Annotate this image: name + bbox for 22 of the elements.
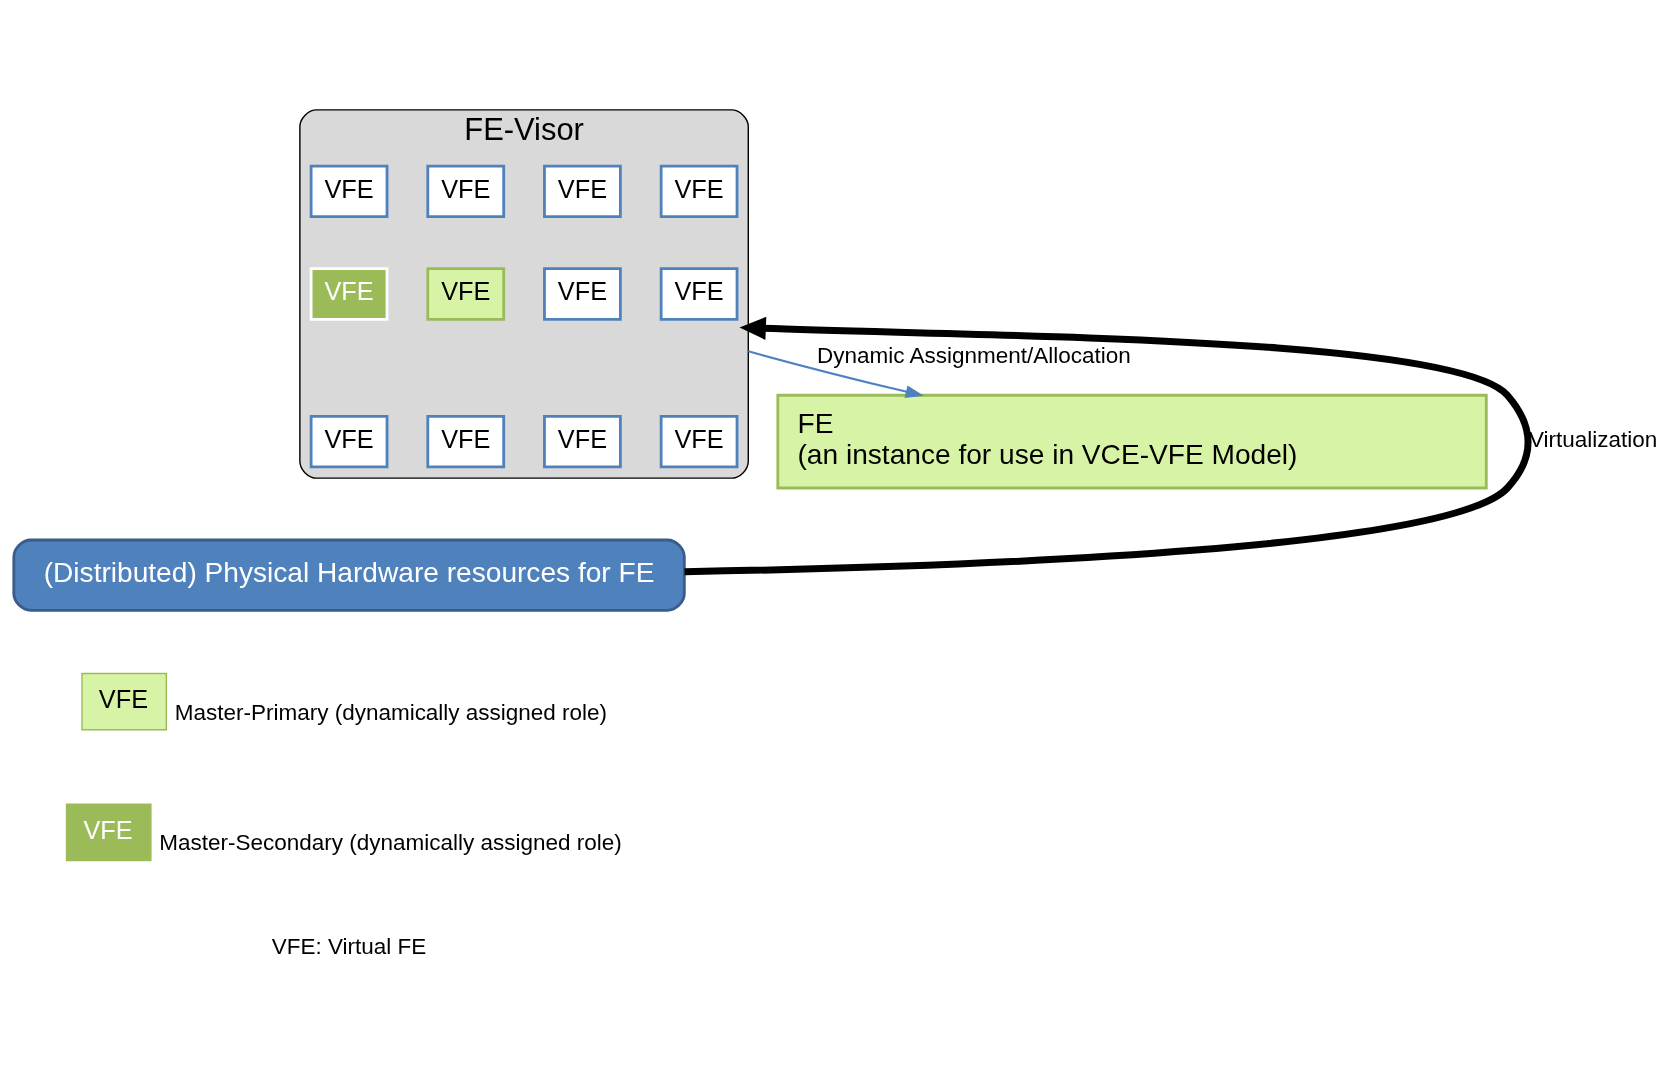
node-box: VFE — [309, 164, 389, 219]
node-box: VFE — [543, 414, 622, 469]
node-box: VFE — [659, 164, 739, 219]
legend-label: Master-Secondary (dynamically assigned role) — [159, 830, 622, 856]
legend-label: Master-Primary (dynamically assigned role) — [174, 699, 608, 725]
node-box: VFE — [426, 267, 506, 321]
node-box: VFE — [309, 267, 389, 321]
node-box: VFE — [426, 414, 506, 469]
node-box: VFE — [543, 267, 622, 321]
node-box: VFE — [543, 164, 622, 219]
node-box: (Distributed) Physical Hardware resources for FE — [12, 538, 686, 612]
label: VFE: Virtual FE — [271, 934, 427, 960]
node-box: VFE — [309, 414, 389, 469]
edge-label: Dynamic Assignment/Allocation — [817, 342, 1131, 368]
node-box: VFE — [659, 267, 739, 321]
arrow — [684, 316, 1532, 576]
label: VFE — [98, 684, 149, 713]
node-box: FE (an instance for use in VCE-VFE Model) — [776, 393, 1488, 490]
node-box: VFE — [659, 414, 739, 469]
arrow — [748, 350, 924, 398]
node-box: VFE — [426, 164, 506, 219]
label: VFE — [83, 815, 133, 844]
